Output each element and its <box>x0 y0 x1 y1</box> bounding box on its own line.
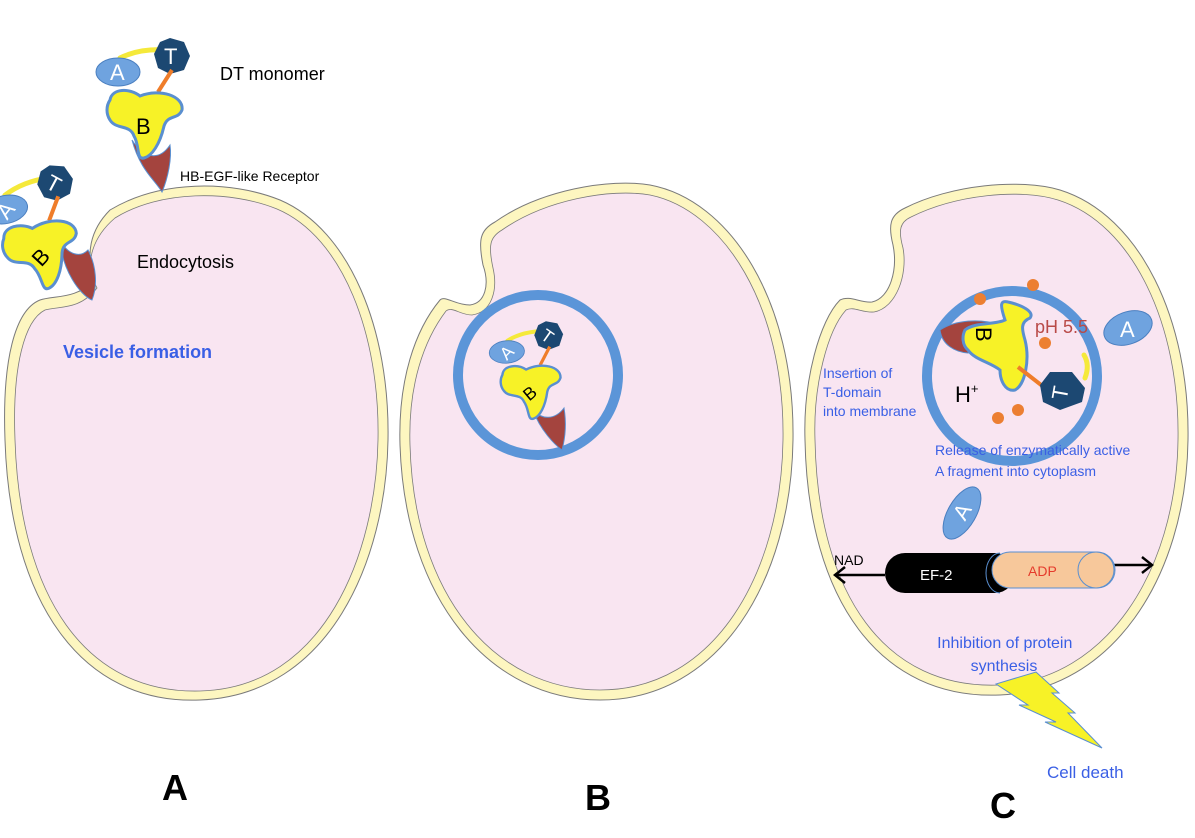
dt-monomer-bound: A T B <box>0 161 94 298</box>
vesicle-formation-label: Vesicle formation <box>63 342 212 362</box>
panel-c: B T A pH 5.5 H+ Insertion of T-domain in… <box>804 183 1189 826</box>
linker-yellow-cleaved <box>1081 352 1090 381</box>
proton-dot <box>974 293 986 305</box>
receptor-label: HB-EGF-like Receptor <box>180 168 320 184</box>
fragment-a-letter: A <box>110 60 125 85</box>
fragment-t-inserted <box>1040 372 1085 410</box>
endocytosis-label: Endocytosis <box>137 252 234 272</box>
insertion-label: Insertion of T-domain into membrane <box>823 365 917 419</box>
lightning-bolt-icon <box>994 671 1103 749</box>
adp-label: ADP <box>1028 563 1057 579</box>
proton-dot <box>1027 279 1039 291</box>
ef2-cylinder-cap <box>985 552 1001 594</box>
acidified-vesicle <box>922 286 1102 466</box>
hb-egf-receptor-bound <box>59 239 96 301</box>
fragment-a-free <box>942 486 982 540</box>
ph-label: pH 5.5 <box>1035 317 1088 337</box>
ef2-cylinder <box>885 553 1015 593</box>
adp-cylinder-cap <box>1077 551 1115 589</box>
dt-monomer-label: DT monomer <box>220 64 325 84</box>
fragment-b-letter: B <box>136 114 151 139</box>
fragment-b <box>961 300 1033 392</box>
dt-monomer-free: A T B <box>96 38 190 158</box>
cell-c-cytoplasm <box>814 193 1179 686</box>
proton-dot <box>1012 404 1024 416</box>
proton-label: H+ <box>955 381 978 407</box>
inhibition-label: Inhibition of protein synthesis <box>937 635 1077 675</box>
nad-label: NAD <box>834 552 864 568</box>
fragment-b-letter: B <box>971 327 996 342</box>
fragment-a-letter: A <box>1120 317 1135 342</box>
arrow-left-head <box>832 566 846 584</box>
panel-c-label: C <box>990 785 1016 826</box>
proton-dot <box>992 412 1004 424</box>
dt-monomer-internalized: A T B <box>487 320 570 422</box>
fragment-t-letter: T <box>164 44 177 69</box>
cell-b-cytoplasm <box>409 192 784 691</box>
panel-b-label: B <box>585 777 611 818</box>
ef2-label: EF-2 <box>920 567 953 584</box>
proton-dot <box>1039 337 1051 349</box>
fragment-t-letter: T <box>1047 384 1074 402</box>
cell-death-label: Cell death <box>1047 763 1124 782</box>
endocytic-vesicle <box>453 290 623 460</box>
cell-a-cytoplasm <box>14 195 379 692</box>
panel-b: A T B B <box>399 182 794 818</box>
arrow-right-head <box>1141 556 1155 574</box>
panel-a-label: A <box>162 767 188 808</box>
panel-a: A T B A T B DT monomer HB-EGF-like Recep… <box>0 38 389 808</box>
fragment-a-membrane <box>1103 310 1153 346</box>
release-label: Release of enzymatically active A fragme… <box>935 442 1134 479</box>
hb-egf-receptor-internalized <box>532 406 566 451</box>
